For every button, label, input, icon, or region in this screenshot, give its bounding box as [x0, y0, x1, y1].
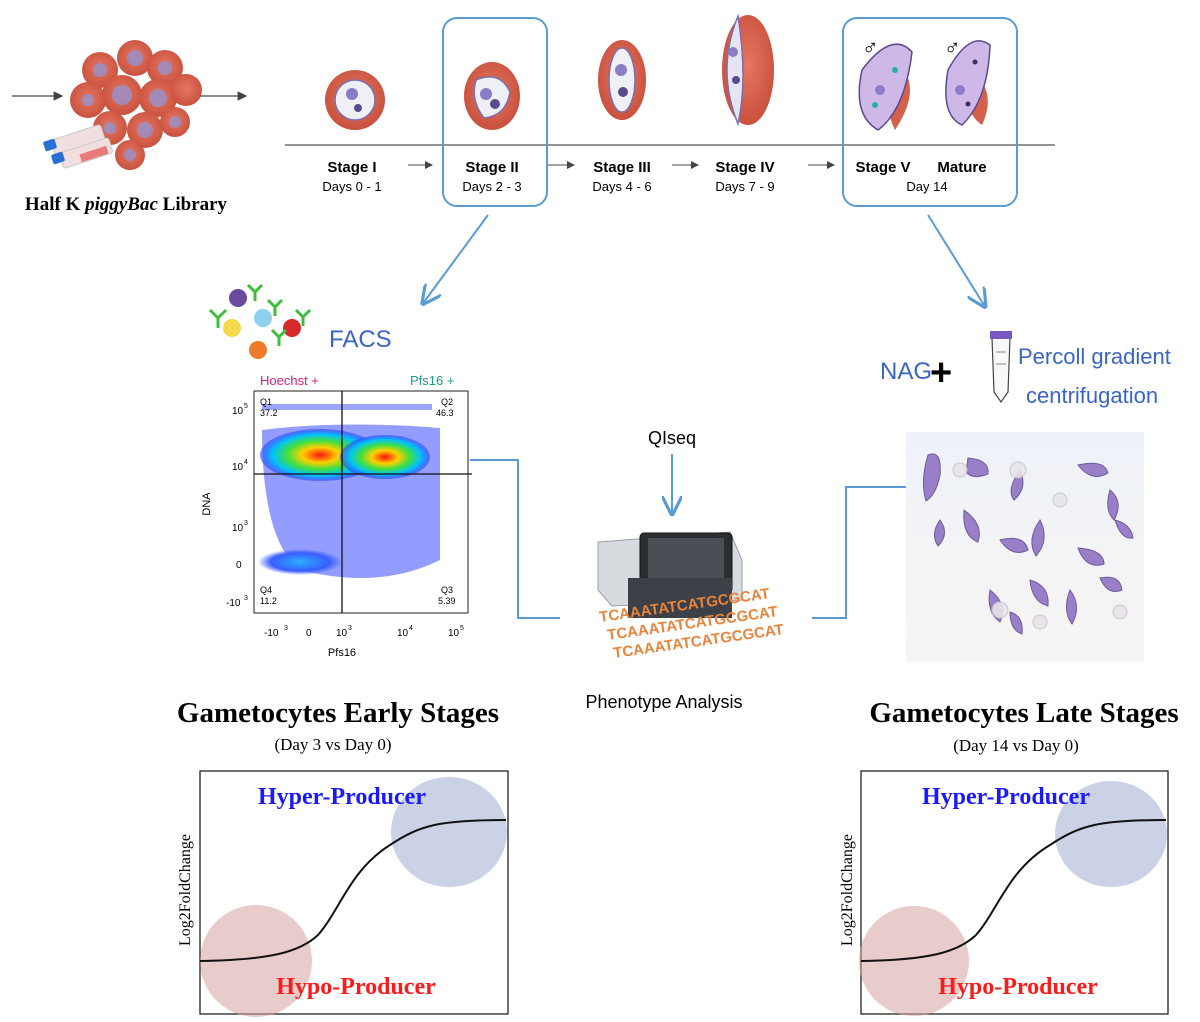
late-panel-subtitle: (Day 14 vs Day 0)	[953, 736, 1079, 755]
facs-section: FACS Hoechst + Pfs16 + Q1 37.2 Q2 46.3 Q…	[201, 283, 560, 659]
hyper-producer-zone	[1055, 781, 1167, 887]
hyper-producer-zone	[391, 777, 507, 887]
x-tick-exponent: 3	[284, 625, 288, 632]
stage-5-cell-icon: ♂	[858, 35, 913, 131]
quadrant-q1-value: 37.2	[260, 408, 278, 418]
phenotype-analysis-label: Phenotype Analysis	[585, 692, 742, 712]
x-tick-label: -10	[264, 628, 279, 639]
y-tick-label: 10	[232, 462, 244, 473]
mature-label: Mature	[937, 159, 986, 176]
y-tick-exponent: 3	[244, 520, 248, 527]
y-tick-label: 0	[236, 560, 242, 571]
stage-4-days: Days 7 - 9	[715, 179, 774, 194]
early-sample-arrow	[424, 214, 489, 302]
late-stage-panel: Gametocytes Late Stages (Day 14 vs Day 0…	[839, 697, 1179, 1016]
stage-3-cell-icon	[598, 40, 646, 120]
micrograph-to-sequencer-connector	[812, 486, 908, 619]
y-tick-exponent: 5	[244, 403, 248, 410]
antibody-icon	[208, 283, 312, 359]
hypo-producer-label: Hypo-Producer	[276, 974, 436, 1000]
plus-sign: +	[930, 352, 952, 394]
stage-1-label: Stage I	[327, 159, 376, 176]
y-tick-label: -10	[226, 598, 241, 609]
stage-1-cell-icon	[325, 70, 385, 130]
male-symbol-icon: ♂	[862, 35, 879, 60]
x-tick-exponent: 3	[348, 625, 352, 632]
y-tick-label: 10	[232, 523, 244, 534]
early-y-axis-label: Log2FoldChange	[177, 834, 194, 946]
enrichment-section: NAG + Percoll gradient centrifugation	[880, 331, 1171, 408]
hyper-producer-label: Hyper-Producer	[922, 784, 1090, 810]
quadrant-q2-value: 46.3	[436, 408, 454, 418]
x-tick-label: 10	[336, 628, 348, 639]
late-panel-title: Gametocytes Late Stages	[869, 697, 1178, 729]
y-tick-exponent: 4	[244, 459, 248, 466]
stage-5-days: Day 14	[906, 179, 947, 194]
x-tick-label: 10	[397, 628, 409, 639]
stage-2-label: Stage II	[465, 159, 518, 176]
gametocyte-micrograph	[906, 432, 1144, 662]
quadrant-q1-name: Q1	[260, 397, 272, 407]
quadrant-q3-value: 5.39	[438, 596, 456, 606]
late-y-axis-label: Log2FoldChange	[839, 834, 856, 946]
stage-1-days: Days 0 - 1	[322, 179, 381, 194]
x-tick-exponent: 4	[409, 625, 413, 632]
pfs16-label: Pfs16 +	[410, 373, 454, 388]
stage-4-cell-icon	[722, 13, 774, 127]
facs-density-plot	[258, 404, 440, 578]
nag-label: NAG	[880, 358, 932, 385]
facs-title: FACS	[329, 326, 392, 353]
percoll-line-1: Percoll gradient	[1018, 344, 1171, 369]
facs-x-axis-label: Pfs16	[328, 647, 356, 659]
early-panel-title: Gametocytes Early Stages	[177, 697, 499, 729]
hypo-producer-label: Hypo-Producer	[938, 974, 1098, 1000]
sequencer-icon	[597, 531, 743, 618]
hyper-producer-label: Hyper-Producer	[258, 784, 426, 810]
early-stage-panel: Gametocytes Early Stages (Day 3 vs Day 0…	[177, 697, 509, 1017]
centrifuge-tube-icon	[990, 331, 1012, 404]
stage-2-cell-icon	[464, 62, 520, 130]
hypo-producer-zone	[200, 905, 312, 1017]
x-tick-label: 10	[448, 628, 460, 639]
x-tick-exponent: 5	[460, 625, 464, 632]
stage-3-days: Days 4 - 6	[592, 179, 651, 194]
culture-flask-icon	[43, 124, 113, 169]
mature-cell-icon: ♂	[944, 35, 991, 126]
x-tick-label: 0	[306, 628, 312, 639]
quadrant-q2-name: Q2	[441, 397, 453, 407]
stage-2-days: Days 2 - 3	[462, 179, 521, 194]
stage-4-label: Stage IV	[715, 159, 774, 176]
facs-to-sequencer-connector	[470, 459, 560, 619]
male-symbol-icon: ♂	[944, 35, 961, 60]
quadrant-q4-value: 11.2	[260, 596, 277, 606]
qiseq-label: QIseq	[648, 428, 696, 448]
stage-5-label: Stage V	[855, 159, 910, 176]
y-tick-label: 10	[232, 406, 244, 417]
percoll-line-2: centrifugation	[1026, 383, 1158, 408]
y-tick-exponent: 3	[244, 595, 248, 602]
library-label: Half K piggyBac Library	[25, 194, 228, 215]
fold-change-curve	[860, 819, 1167, 962]
quadrant-q3-name: Q3	[441, 585, 453, 595]
hoechst-label: Hoechst +	[260, 373, 319, 388]
stage-2-bracket	[442, 17, 548, 207]
fold-change-curve	[199, 819, 507, 962]
hypo-producer-zone	[859, 906, 969, 1016]
late-stage-bracket	[842, 17, 1018, 207]
stage-timeline: ♂ ♂ Stage I Days 0 - 1 Stage II Days 2 -…	[285, 13, 1055, 305]
facs-y-axis-label: DNA	[201, 492, 213, 516]
quadrant-q4-name: Q4	[260, 585, 272, 595]
library-illustration: Half K piggyBac Library	[12, 40, 248, 215]
sequencing-section: QIseq TCAAATATCATGCGCAT TCAAATATCATGCGCA…	[585, 428, 908, 712]
stage-3-label: Stage III	[593, 159, 651, 176]
late-sample-arrow	[927, 214, 984, 305]
early-panel-subtitle: (Day 3 vs Day 0)	[274, 735, 391, 754]
